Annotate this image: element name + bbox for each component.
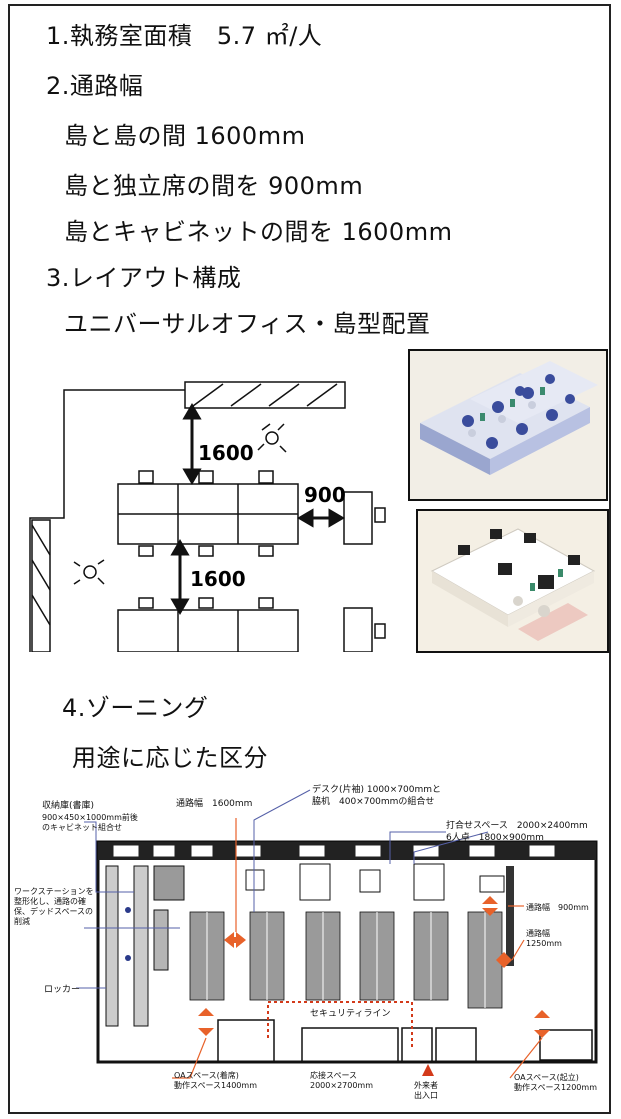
label-visitor-1: 外来者 (414, 1080, 438, 1090)
label-aisle-900: 通路幅 900mm (526, 902, 589, 912)
text-zoning-sub: 用途に応じた区分 (72, 744, 268, 772)
label-reception-2: 2000×2700mm (310, 1081, 373, 1090)
text-layout-type: ユニバーサルオフィス・島型配置 (64, 310, 431, 338)
label-visitor-2: 出入口 (414, 1090, 438, 1100)
label-aisle-1250-2: 1250mm (526, 939, 562, 948)
label-storage-desc-2: のキャビネット組合せ (42, 822, 122, 832)
heading-office-area: 1.執務室面積 5.7 ㎡/人 (46, 22, 323, 50)
label-aisle-1250-1: 通路幅 (526, 928, 550, 938)
island-layout-diagram: 1600 900 1600 (29, 381, 386, 652)
rendering-1-graphic (420, 361, 598, 475)
label-storage-title: 収納庫(書庫) (42, 799, 94, 811)
label-ws-4: 削減 (14, 916, 30, 926)
heading-layout: 3.レイアウト構成 (46, 264, 242, 292)
rendering-2-graphic (430, 528, 596, 641)
text-aisle-island-desk: 島と独立席の間を 900mm (64, 172, 364, 200)
label-oa-standing-2: 動作スペース1200mm (514, 1082, 597, 1092)
rendering-photo-1 (408, 349, 608, 501)
label-reception-1: 応接スペース (310, 1070, 357, 1080)
label-storage-desc-1: 900×450×1000mm前後 (42, 812, 138, 822)
dim-label-bottom: 1600 (190, 567, 246, 591)
label-oa-standing-1: OAスペース(起立) (514, 1072, 579, 1082)
label-oa-seated-1: OAスペース(着席) (174, 1070, 239, 1080)
floor-plan: 収納庫(書庫) 900×450×1000mm前後 のキャビネット組合せ 通路幅 … (14, 783, 598, 1100)
label-desk-2: 脇机 400×700mmの組合せ (312, 795, 434, 807)
label-ws-3: 保、デッドスペースの (14, 906, 93, 916)
label-locker: ロッカー (44, 984, 80, 995)
heading-zoning: 4.ゾーニング (62, 694, 209, 722)
heading-aisle-width: 2.通路幅 (46, 72, 144, 100)
label-ws-2: 整形化し、通路の確 (14, 896, 86, 906)
dim-label-side: 900 (304, 483, 346, 507)
label-aisle-1600: 通路幅 1600mm (176, 797, 252, 809)
slide-frame (8, 4, 611, 1114)
rendering-photo-2 (416, 509, 609, 653)
label-oa-seated-2: 動作スペース1400mm (174, 1080, 257, 1090)
label-desk-1: デスク(片袖) 1000×700mmと (312, 783, 441, 795)
label-meet-1: 打合せスペース 2000×2400mm (446, 819, 588, 831)
text-aisle-island-island: 島と島の間 1600mm (64, 122, 306, 150)
dim-label-top: 1600 (198, 441, 254, 465)
text-aisle-island-cabinet: 島とキャビネットの間を 1600mm (64, 218, 453, 246)
label-security: セキュリティライン (310, 1008, 390, 1019)
label-meet-2: 6人卓 1800×900mm (446, 831, 544, 843)
label-ws-1: ワークステーションを (14, 887, 94, 896)
